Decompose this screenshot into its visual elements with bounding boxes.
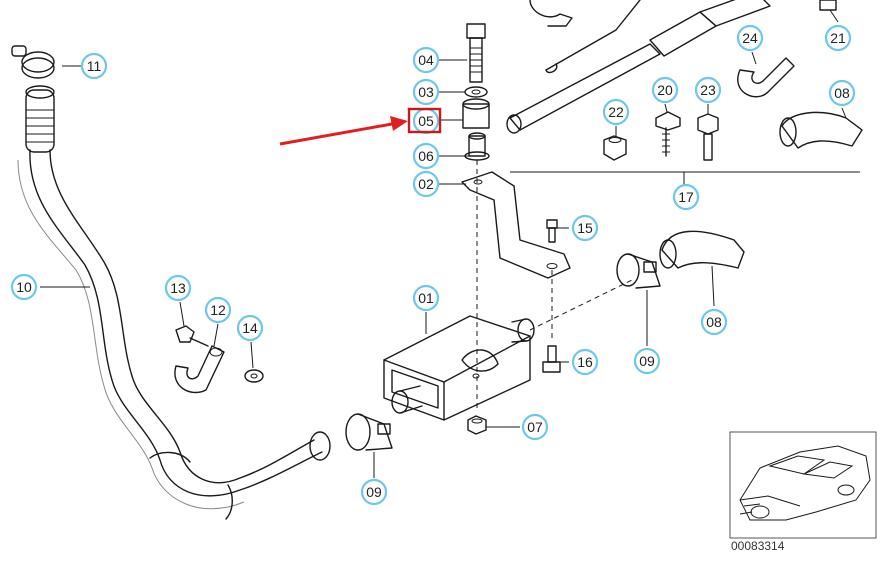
hose-elbow <box>779 111 863 149</box>
callout-06[interactable]: 06 <box>412 142 440 170</box>
callout-09-center[interactable]: 09 <box>360 478 388 506</box>
callout-10[interactable]: 10 <box>10 273 38 301</box>
svg-text:04: 04 <box>418 52 434 68</box>
diagram-id: 00083314 <box>731 539 785 553</box>
coolant-hose <box>17 85 331 520</box>
svg-text:22: 22 <box>608 104 624 120</box>
highlight-arrow <box>279 116 408 146</box>
callout-22[interactable]: 22 <box>602 98 630 126</box>
callout-01[interactable]: 01 <box>412 284 440 312</box>
nut <box>603 135 627 161</box>
svg-text:24: 24 <box>742 30 758 46</box>
pipe-clamp <box>616 253 661 289</box>
hose-clamp <box>11 45 55 79</box>
clip <box>819 0 837 11</box>
callout-20[interactable]: 20 <box>651 76 679 104</box>
svg-text:11: 11 <box>87 58 102 74</box>
svg-text:23: 23 <box>700 82 716 98</box>
callout-04[interactable]: 04 <box>412 46 440 74</box>
callout-08-middle[interactable]: 08 <box>700 308 728 336</box>
svg-text:09: 09 <box>639 353 655 369</box>
svg-text:01: 01 <box>418 290 434 306</box>
svg-text:08: 08 <box>834 85 850 101</box>
callout-15[interactable]: 15 <box>571 214 599 242</box>
svg-text:06: 06 <box>418 148 434 164</box>
heater-pipe <box>506 0 771 134</box>
washer <box>244 369 264 383</box>
svg-text:12: 12 <box>210 302 226 318</box>
svg-text:13: 13 <box>170 280 186 296</box>
callout-24[interactable]: 24 <box>736 24 764 52</box>
svg-text:05: 05 <box>418 113 434 129</box>
callout-08-top[interactable]: 08 <box>828 79 856 107</box>
callout-23[interactable]: 23 <box>694 76 722 104</box>
rubber-bushing <box>462 98 490 129</box>
svg-text:16: 16 <box>577 354 593 370</box>
svg-text:17: 17 <box>678 189 694 205</box>
bracket-clamp <box>174 345 225 394</box>
hex-nut <box>467 415 487 435</box>
callout-16[interactable]: 16 <box>571 348 599 376</box>
svg-text:15: 15 <box>577 220 593 236</box>
hose-elbow <box>659 230 745 269</box>
callout-02[interactable]: 02 <box>412 170 440 198</box>
highlight-box <box>407 107 442 134</box>
small-bolt <box>546 219 558 243</box>
svg-text:08: 08 <box>706 314 722 330</box>
callout-09-right[interactable]: 09 <box>633 347 661 375</box>
pipe-clamp <box>345 413 393 451</box>
callout-17[interactable]: 17 <box>672 183 700 211</box>
hex-bolt <box>542 345 561 373</box>
car-thumbnail-icon <box>729 431 877 539</box>
screw <box>175 325 209 347</box>
svg-text:09: 09 <box>366 484 382 500</box>
callout-13[interactable]: 13 <box>164 274 192 302</box>
washer <box>464 86 488 98</box>
water-valve <box>383 315 535 421</box>
callout-03[interactable]: 03 <box>412 78 440 106</box>
svg-text:03: 03 <box>418 84 434 100</box>
svg-text:10: 10 <box>16 279 32 295</box>
svg-text:02: 02 <box>418 176 434 192</box>
svg-text:07: 07 <box>527 419 543 435</box>
hose-clip <box>737 57 795 98</box>
callout-05[interactable]: 05 <box>412 107 440 135</box>
screw <box>655 111 681 157</box>
clip <box>529 0 573 27</box>
callout-07[interactable]: 07 <box>521 413 549 441</box>
mounting-bolt <box>466 23 486 83</box>
svg-text:20: 20 <box>657 82 673 98</box>
svg-text:21: 21 <box>830 30 846 46</box>
callout-14[interactable]: 14 <box>236 314 264 342</box>
callout-12[interactable]: 12 <box>204 296 232 324</box>
callout-11[interactable]: 11 <box>80 52 108 80</box>
mounting-bracket <box>461 171 571 279</box>
svg-text:14: 14 <box>242 320 258 336</box>
callout-21[interactable]: 21 <box>824 24 852 52</box>
bolt <box>697 113 719 161</box>
